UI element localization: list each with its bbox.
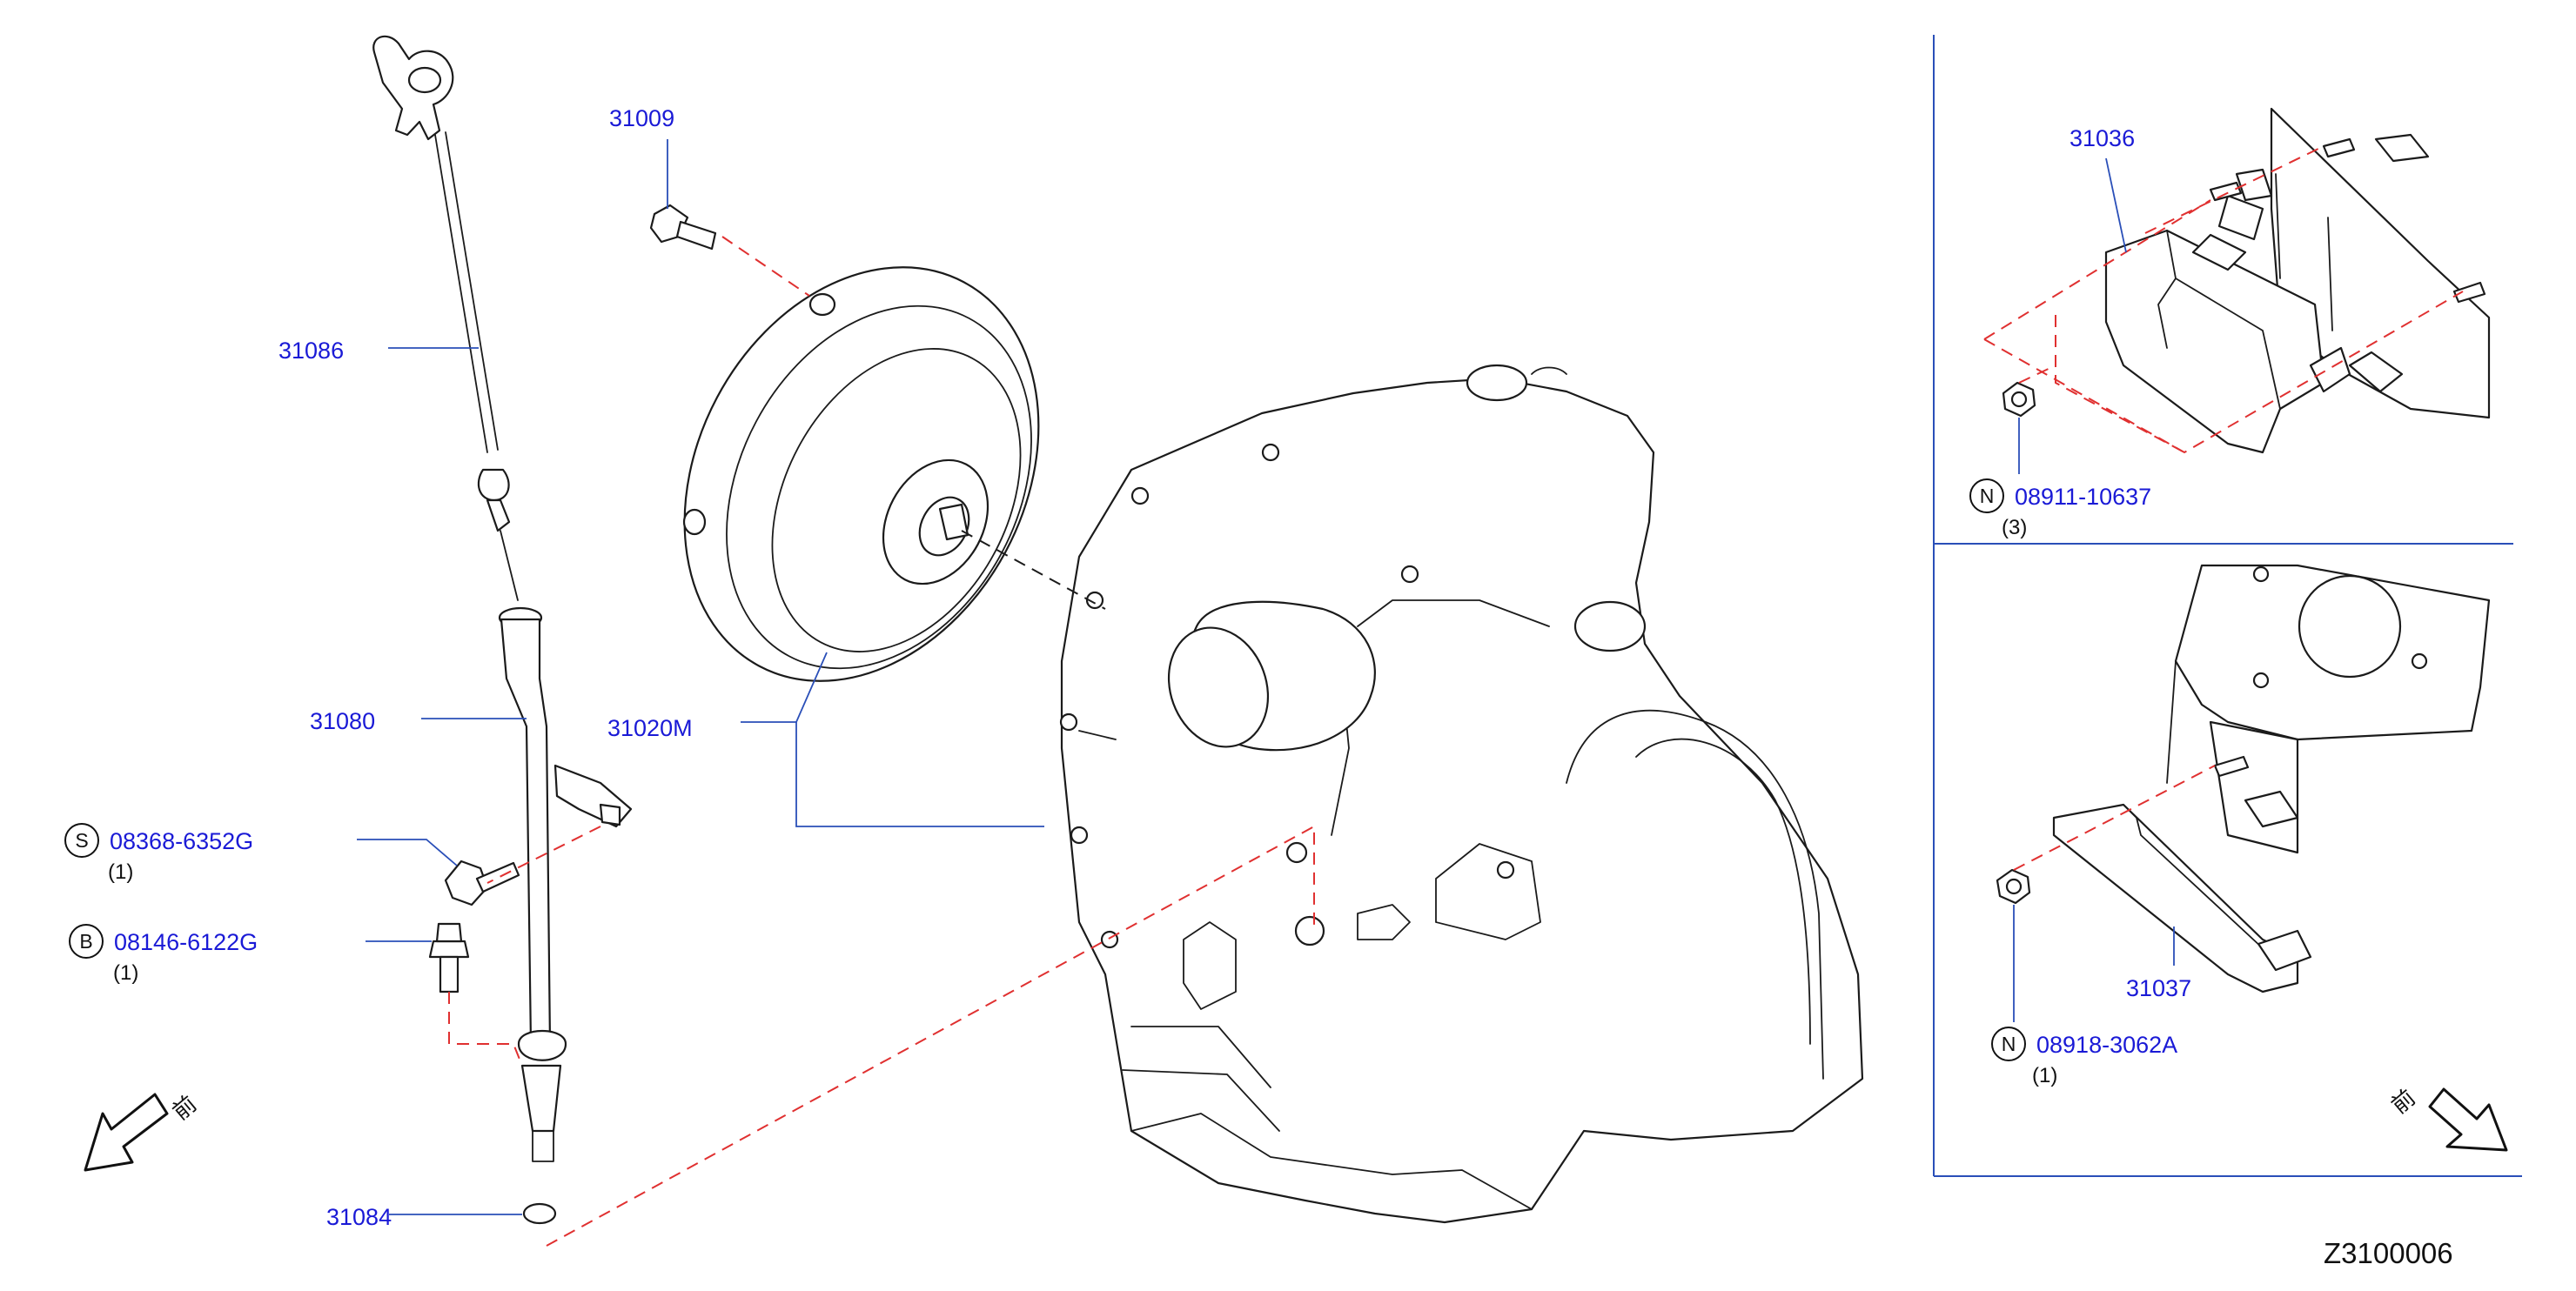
torque-converter[interactable] — [615, 205, 1109, 743]
symbol-circle-n2 — [1991, 1027, 2026, 1061]
bolt-s[interactable] — [444, 860, 520, 906]
front-label-right: 前 — [2386, 1085, 2420, 1120]
bracket-31037[interactable] — [2052, 564, 2491, 993]
transaxle-case[interactable] — [1059, 364, 1864, 1224]
label-31037[interactable]: 31037 — [2126, 975, 2191, 1001]
diagram-code: Z3100006 — [2324, 1237, 2453, 1269]
label-31009[interactable]: 31009 — [609, 105, 674, 131]
guide-lines — [448, 145, 2464, 1247]
callout-nut-n2[interactable]: N 08918-3062A (1) — [1991, 1027, 2177, 1087]
label-31080[interactable]: 31080 — [310, 708, 375, 734]
symbol-circle-b — [69, 924, 104, 959]
symbol-b: B — [79, 930, 92, 953]
front-arrow-left-icon — [84, 1093, 169, 1172]
symbol-n1: N — [1980, 485, 1995, 507]
part-labels: 31009 31086 31080 31020M 31084 31036 310… — [278, 105, 2191, 1230]
qty-n2: (1) — [2032, 1064, 2057, 1087]
qty-s: (1) — [108, 860, 133, 884]
symbol-circle-n1 — [1969, 478, 2004, 513]
front-arrow-right: 前 — [2386, 1085, 2508, 1152]
symbol-n2: N — [2002, 1033, 2016, 1055]
qty-b: (1) — [113, 961, 138, 985]
nut-n1[interactable] — [2002, 381, 2036, 418]
callout-nut-n1[interactable]: N 08911-10637 (3) — [1969, 478, 2151, 539]
label-31084[interactable]: 31084 — [326, 1204, 392, 1230]
dipstick-assembly[interactable] — [372, 35, 519, 601]
front-arrow-right-icon — [2428, 1087, 2508, 1152]
front-label-left: 前 — [168, 1091, 202, 1126]
front-arrow-left: 前 — [84, 1091, 202, 1172]
label-31020m[interactable]: 31020M — [607, 715, 693, 741]
label-31086[interactable]: 31086 — [278, 338, 344, 364]
filler-tube-assembly[interactable] — [498, 606, 633, 1162]
symbol-s: S — [75, 829, 88, 852]
o-ring-31084[interactable] — [522, 1202, 557, 1225]
label-31036[interactable]: 31036 — [2070, 125, 2135, 151]
tcm-studs — [2209, 137, 2486, 304]
part-number-n2[interactable]: 08918-3062A — [2036, 1032, 2177, 1058]
bolt-31009[interactable] — [649, 204, 717, 251]
callout-bolt-s[interactable]: S 08368-6352G (1) — [64, 823, 253, 884]
tcm-bracket-31036[interactable] — [2104, 107, 2491, 454]
callout-bolt-b[interactable]: B 08146-6122G (1) — [69, 924, 258, 985]
part-number-s[interactable]: 08368-6352G — [110, 828, 253, 854]
stud-31037 — [2213, 755, 2250, 778]
nut-n2[interactable] — [1996, 868, 2031, 905]
leader-lines — [357, 139, 2175, 1215]
bolt-b[interactable] — [428, 922, 470, 993]
inset-frames — [1933, 35, 2522, 1177]
part-number-n1[interactable]: 08911-10637 — [2015, 484, 2151, 510]
symbol-circle-s — [64, 823, 99, 858]
qty-n1: (3) — [2002, 516, 2027, 539]
part-number-b[interactable]: 08146-6122G — [114, 929, 258, 955]
